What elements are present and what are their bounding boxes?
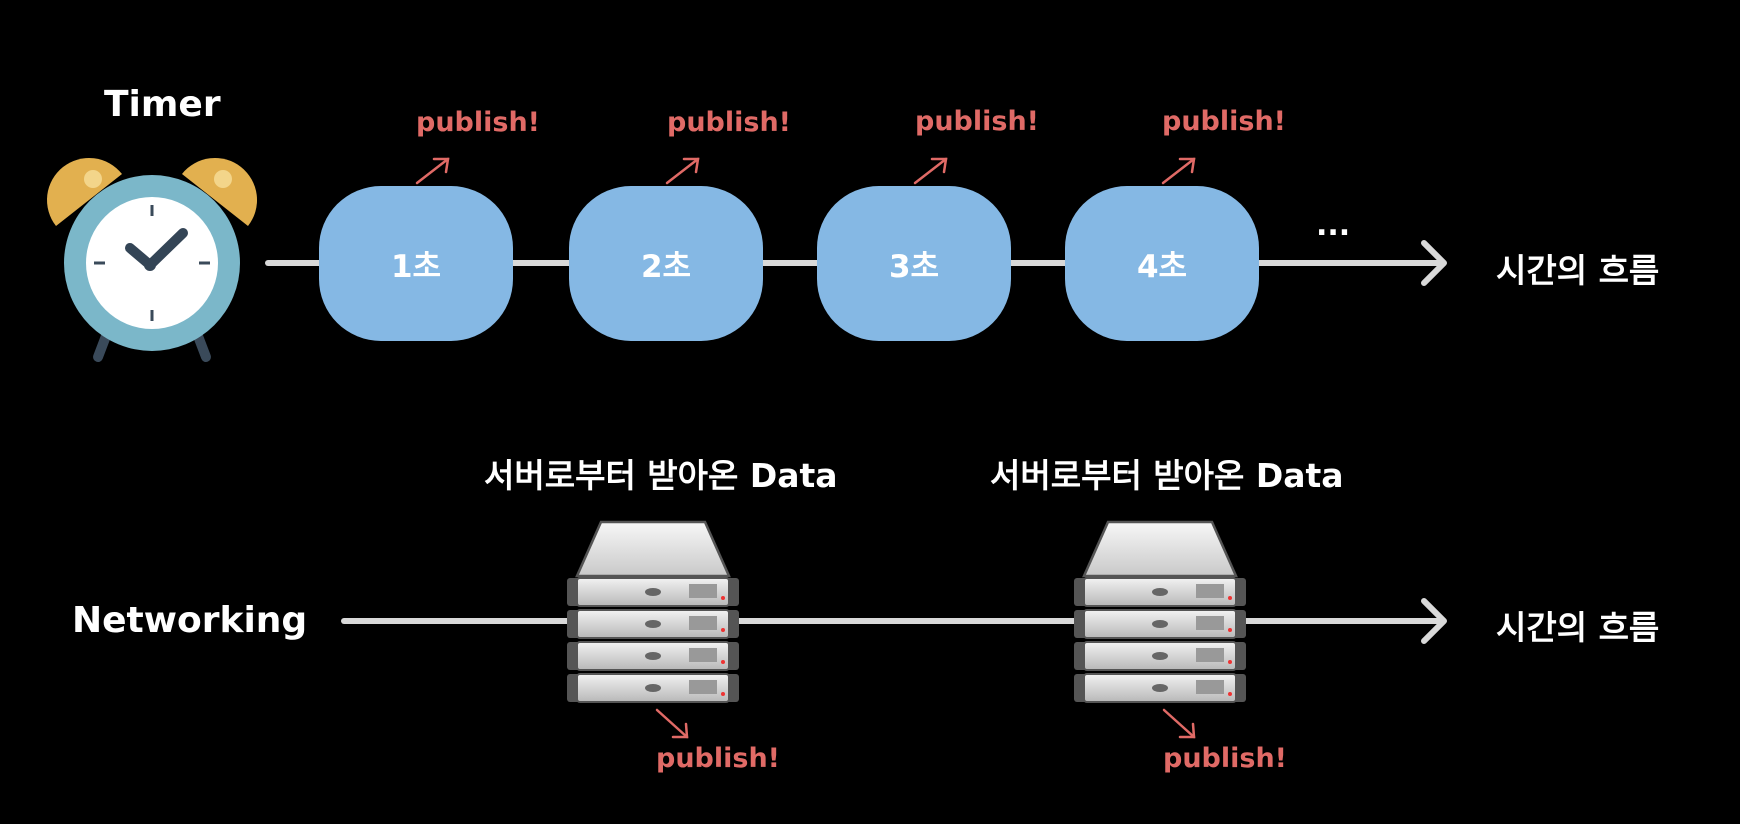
step-box-3: 3초 <box>817 186 1011 341</box>
publish-arrow-server-1 <box>655 708 689 739</box>
step-box-4: 4초 <box>1065 186 1259 341</box>
step-box-2: 2초 <box>569 186 763 341</box>
timer-axis-label: 시간의 흐름 <box>1496 251 1660 290</box>
networking-label: Networking <box>72 600 308 641</box>
publish-arrow-2 <box>665 157 700 185</box>
server-caption-1: 서버로부터 받아온 Data <box>484 456 838 495</box>
publish-label-1: publish! <box>416 107 540 138</box>
publish-label-4: publish! <box>1162 106 1286 137</box>
alarm-clock-icon <box>46 157 258 362</box>
publish-label-3: publish! <box>915 106 1039 137</box>
publish-arrow-server-2 <box>1162 708 1196 739</box>
publish-arrow-1 <box>415 157 450 185</box>
server-rack-icon <box>1072 520 1248 704</box>
network-axis-label: 시간의 흐름 <box>1496 608 1660 647</box>
publish-label-server-1: publish! <box>656 743 780 774</box>
network-axis-arrowhead <box>1421 598 1447 644</box>
step-box-1: 1초 <box>319 186 513 341</box>
server-caption-2: 서버로부터 받아온 Data <box>990 456 1344 495</box>
publish-arrow-4 <box>1161 157 1196 185</box>
timer-label: Timer <box>104 84 221 125</box>
server-rack-icon <box>565 520 741 704</box>
publish-label-server-2: publish! <box>1163 743 1287 774</box>
ellipsis: ... <box>1316 208 1351 243</box>
publish-label-2: publish! <box>667 107 791 138</box>
timer-axis-arrowhead <box>1421 240 1447 286</box>
publish-arrow-3 <box>913 157 948 185</box>
